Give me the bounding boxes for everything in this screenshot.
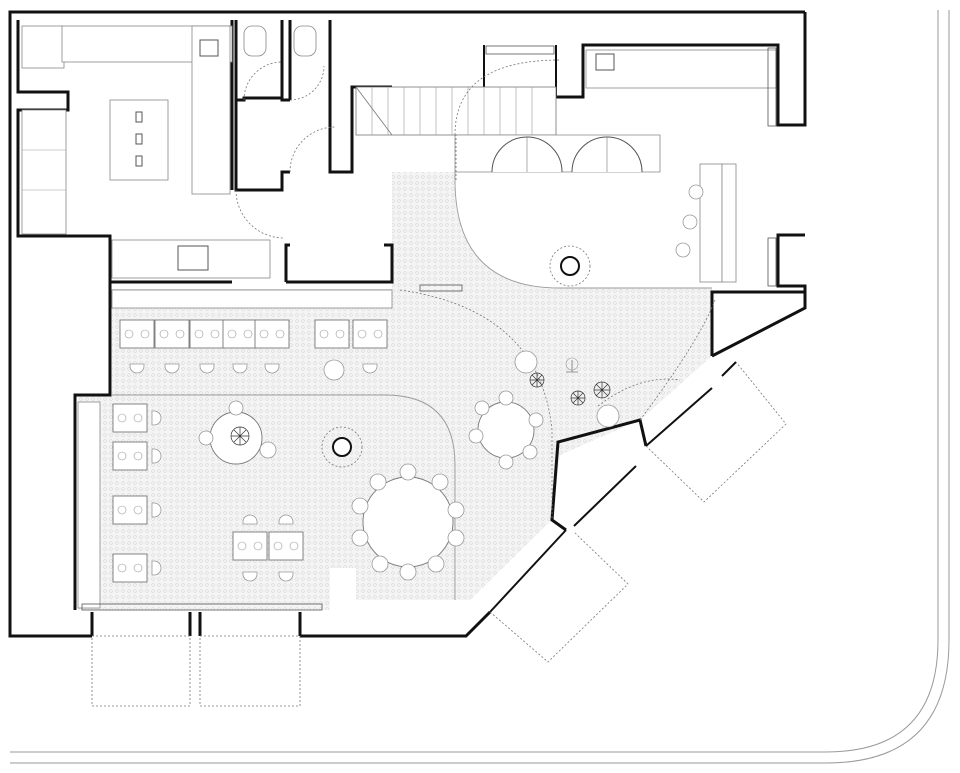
terrace-awning	[199, 635, 301, 707]
lounge-chair	[514, 350, 538, 374]
door-swings	[455, 135, 716, 421]
back-bar-counter	[585, 49, 777, 89]
stair	[355, 45, 557, 136]
column	[560, 256, 580, 276]
lounge	[323, 350, 620, 428]
exterior-walls	[8, 10, 807, 638]
radiator	[81, 603, 323, 611]
street-curb	[10, 10, 950, 764]
lounge-chair	[323, 359, 345, 381]
kitchen-sink-bottom-icon	[177, 245, 209, 271]
toilet-icon	[243, 25, 267, 57]
plant-icon	[570, 390, 586, 406]
plant-icon	[529, 372, 545, 388]
lounge-chair	[596, 404, 620, 428]
column	[332, 437, 352, 457]
kitchen-fridge	[21, 25, 65, 69]
bar-counter	[699, 163, 723, 283]
kitchen	[21, 25, 393, 309]
toilets	[235, 25, 336, 239]
round-table-right	[468, 390, 544, 470]
service-bench	[111, 289, 393, 309]
tables-left-wall	[77, 401, 323, 611]
round-table	[209, 411, 263, 465]
round-table	[362, 476, 454, 568]
banquette	[77, 401, 101, 609]
columns	[321, 245, 591, 468]
round-table-left	[198, 400, 277, 465]
kitchen-sink-icon	[199, 39, 219, 57]
platform-edge	[112, 284, 553, 600]
terrace	[91, 361, 787, 707]
bar-stool	[675, 242, 691, 258]
terrace-awning	[645, 361, 787, 503]
plant-icon	[230, 426, 250, 446]
bar-stool	[688, 184, 704, 200]
kitchen-counter-left	[21, 109, 67, 235]
plants	[230, 372, 611, 446]
bar-stool	[682, 214, 698, 230]
bar	[454, 47, 777, 289]
plant-icon	[593, 381, 611, 399]
large-round-table	[351, 463, 465, 581]
toilet-icon	[293, 25, 317, 57]
radiator	[419, 284, 463, 292]
terrace-awning	[91, 635, 191, 707]
terrace-awning	[489, 531, 629, 663]
bar-sink-icon	[595, 53, 615, 71]
